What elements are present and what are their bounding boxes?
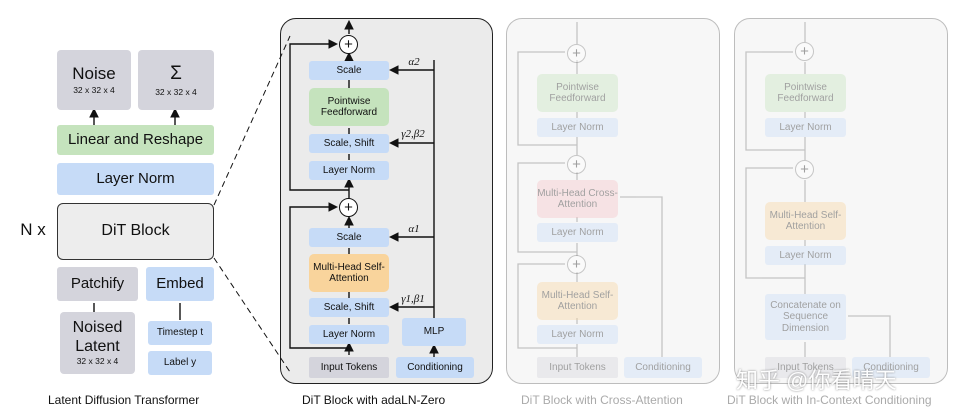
- adaln-scale-shift-bottom: Scale, Shift: [309, 298, 389, 317]
- noised-latent-input: Noised Latent 32 x 32 x 4: [60, 312, 135, 374]
- cross-mhca: Multi-Head Cross-Attention: [537, 180, 618, 218]
- adaln-mhsa: Multi-Head Self-Attention: [309, 254, 389, 292]
- cross-layer-norm-3: Layer Norm: [537, 325, 618, 344]
- cross-input-tokens: Input Tokens: [537, 357, 618, 378]
- cross-conditioning: Conditioning: [624, 357, 702, 378]
- noise-label: Noise: [72, 63, 116, 83]
- noised-latent-label: Noised Latent: [72, 319, 123, 355]
- noise-dims: 32 x 32 x 4: [73, 85, 115, 96]
- in-context-panel: [734, 18, 948, 384]
- linear-reshape-block: Linear and Reshape: [57, 125, 214, 155]
- cross-pointwise-ff: Pointwise Feedforward: [537, 74, 618, 112]
- dit-block: DiT Block: [57, 203, 214, 260]
- cross-mhsa: Multi-Head Self-Attention: [537, 282, 618, 320]
- gamma1-beta1-label: γ1,β1: [401, 292, 425, 305]
- embed-block: Embed: [146, 267, 214, 301]
- adaln-pointwise-ff: Pointwise Feedforward: [309, 88, 389, 126]
- sigma-dims: 32 x 32 x 4: [155, 86, 197, 97]
- timestep-input: Timestep t: [148, 321, 212, 345]
- adaln-input-tokens: Input Tokens: [309, 357, 389, 378]
- incontext-concat: Concatenate on Sequence Dimension: [765, 294, 846, 340]
- incontext-caption: DiT Block with In-Context Conditioning: [727, 393, 932, 407]
- alpha2-label: α2: [408, 55, 420, 68]
- adaln-layer-norm-top: Layer Norm: [309, 161, 389, 180]
- adaln-scale-shift-top: Scale, Shift: [309, 134, 389, 153]
- final-layer-norm-block: Layer Norm: [57, 163, 214, 195]
- cross-layer-norm-2: Layer Norm: [537, 223, 618, 242]
- adaln-plus-top: +: [339, 35, 358, 54]
- incontext-layer-norm-2: Layer Norm: [765, 246, 846, 265]
- noise-output-box: Noise 32 x 32 x 4: [57, 50, 131, 110]
- incontext-plus-mid: +: [795, 160, 814, 179]
- adaln-scale-mid: Scale: [309, 228, 389, 247]
- cross-plus-top: +: [567, 44, 586, 63]
- gamma2-beta2-label: γ2,β2: [401, 127, 425, 140]
- incontext-plus-top: +: [795, 42, 814, 61]
- adaln-conditioning: Conditioning: [396, 357, 474, 378]
- noised-latent-dims: 32 x 32 x 4: [76, 356, 119, 366]
- cross-layer-norm-1: Layer Norm: [537, 118, 618, 137]
- incontext-conditioning: Conditioning: [852, 357, 930, 378]
- adaln-mlp: MLP: [402, 318, 466, 346]
- label-input: Label y: [148, 351, 212, 375]
- incontext-input-tokens: Input Tokens: [765, 357, 846, 378]
- cross-attention-panel: [506, 18, 720, 384]
- n-times-label: N x: [20, 220, 46, 240]
- patchify-block: Patchify: [57, 267, 138, 301]
- watermark-text: 知乎 @你看晴天: [736, 368, 897, 393]
- left-caption: Latent Diffusion Transformer: [48, 393, 200, 407]
- adaln-caption: DiT Block with adaLN-Zero: [302, 393, 446, 407]
- adaln-plus-mid: +: [339, 198, 358, 217]
- cross-caption: DiT Block with Cross-Attention: [521, 393, 683, 407]
- incontext-layer-norm-1: Layer Norm: [765, 118, 846, 137]
- adaln-scale-top: Scale: [309, 61, 389, 80]
- incontext-pointwise-ff: Pointwise Feedforward: [765, 74, 846, 112]
- alpha1-label: α1: [408, 222, 420, 235]
- sigma-label: Σ: [170, 62, 182, 84]
- adaln-layer-norm-bottom: Layer Norm: [309, 325, 389, 344]
- incontext-mhsa: Multi-Head Self-Attention: [765, 202, 846, 240]
- sigma-output-box: Σ 32 x 32 x 4: [138, 50, 214, 110]
- cross-plus-bottom: +: [567, 255, 586, 274]
- cross-plus-mid: +: [567, 155, 586, 174]
